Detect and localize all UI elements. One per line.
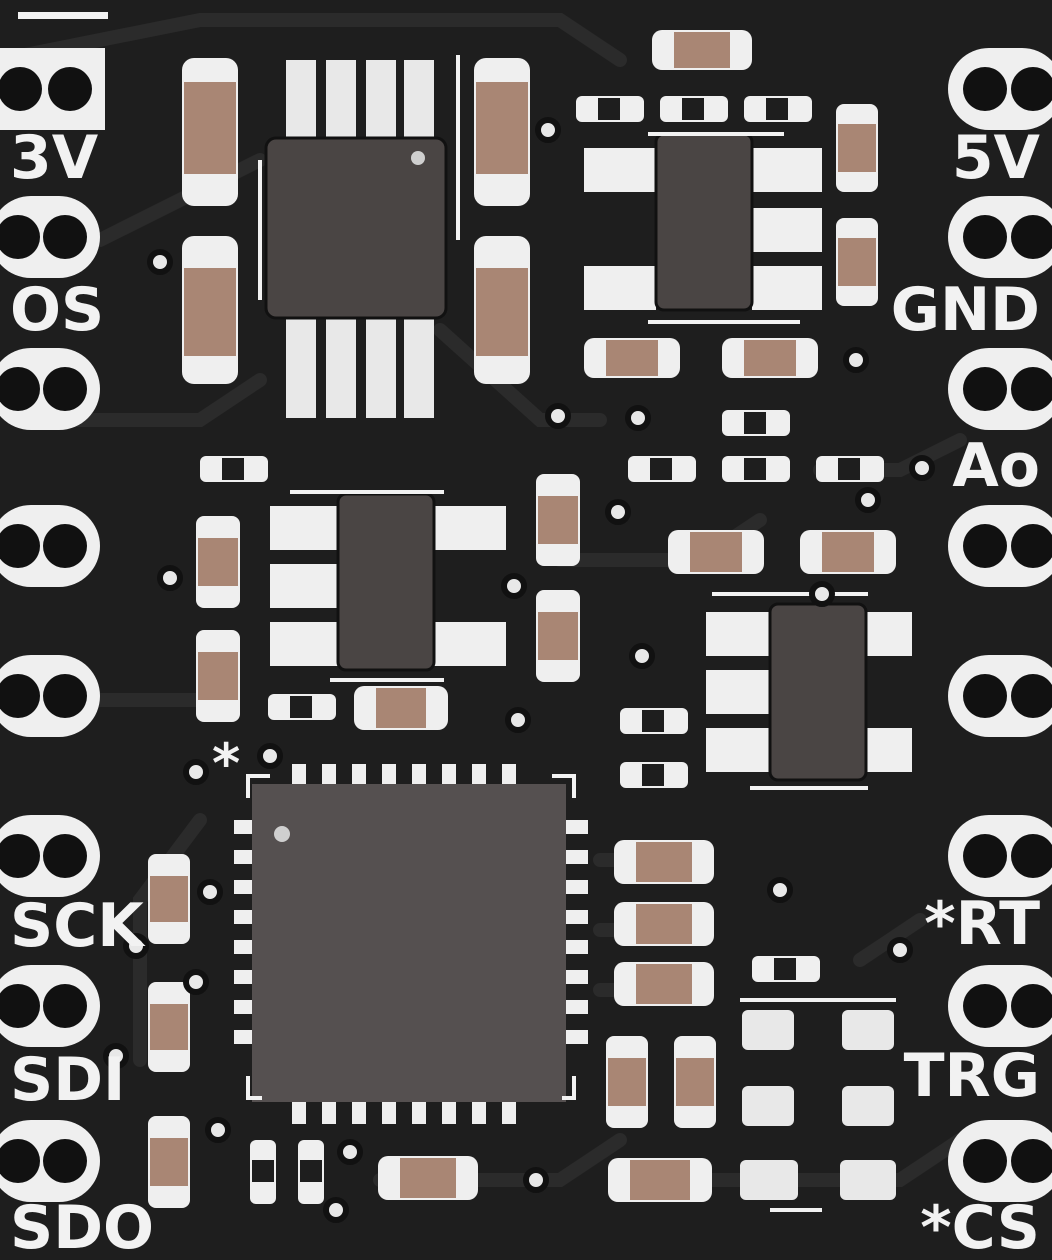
mcu-pin1-marker: * bbox=[212, 732, 240, 795]
pin-label-rt: *RT bbox=[924, 889, 1040, 959]
header-pad[interactable] bbox=[948, 48, 1052, 130]
header-pad[interactable] bbox=[948, 505, 1052, 587]
header-pad[interactable] bbox=[0, 965, 100, 1047]
right-pin-labels: 5V GND Ao *RT TRG *CS bbox=[891, 123, 1041, 1260]
sot23-ic-middle-right bbox=[706, 592, 912, 790]
small-resistors bbox=[200, 96, 884, 1204]
header-pad[interactable] bbox=[948, 655, 1052, 737]
sot23-ic-top-right bbox=[584, 132, 822, 324]
header-pad[interactable] bbox=[0, 505, 100, 587]
right-pin-header bbox=[948, 48, 1052, 1202]
crystal-pads bbox=[740, 998, 896, 1212]
header-pad[interactable] bbox=[0, 48, 105, 130]
left-pin-header bbox=[0, 12, 108, 1202]
vias bbox=[103, 117, 935, 1223]
pin-label-cs: *CS bbox=[920, 1193, 1040, 1260]
capacitors-horizontal bbox=[354, 30, 896, 1202]
left-pin-labels: 3V OS SCK SDI SDO bbox=[10, 123, 154, 1260]
msop-ic-top-left bbox=[258, 55, 460, 418]
pin-label-os: OS bbox=[10, 275, 104, 345]
pin1-silk-bar bbox=[18, 12, 108, 19]
pin-label-3v: 3V bbox=[10, 123, 99, 193]
pin-label-trg: TRG bbox=[904, 1041, 1040, 1111]
header-pad[interactable] bbox=[0, 348, 100, 430]
header-pad[interactable] bbox=[948, 196, 1052, 278]
header-pad[interactable] bbox=[948, 1120, 1052, 1202]
pin-label-sdi: SDI bbox=[10, 1045, 125, 1115]
pin-label-ao: Ao bbox=[952, 431, 1040, 501]
capacitors bbox=[148, 58, 878, 1208]
pin-label-sck: SCK bbox=[10, 891, 146, 961]
pin-label-5v: 5V bbox=[952, 123, 1041, 193]
header-pad[interactable] bbox=[0, 815, 100, 897]
header-pad[interactable] bbox=[948, 815, 1052, 897]
sot23-ic-middle-left bbox=[270, 490, 506, 682]
header-pad[interactable] bbox=[0, 655, 100, 737]
header-pad[interactable] bbox=[948, 348, 1052, 430]
header-pad[interactable] bbox=[0, 196, 100, 278]
pin-label-gnd: GND bbox=[891, 275, 1040, 345]
header-pad[interactable] bbox=[0, 1120, 100, 1202]
pin-label-sdo: SDO bbox=[10, 1193, 154, 1260]
qfn-mcu bbox=[234, 764, 588, 1124]
header-pad[interactable] bbox=[948, 965, 1052, 1047]
